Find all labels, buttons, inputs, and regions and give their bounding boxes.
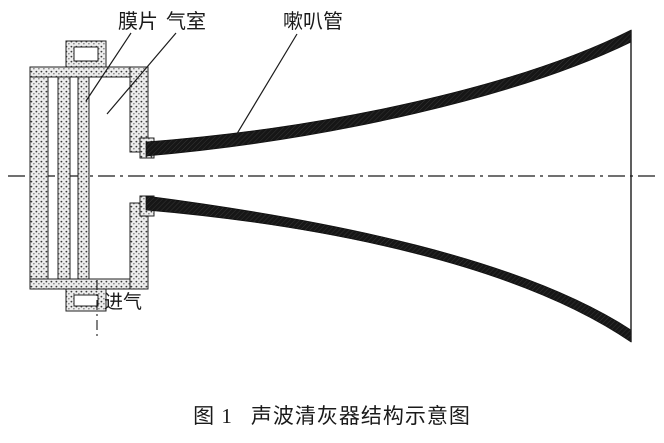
sonic-cleaner-diagram: 膜片 气室 嗽叭管 进气 [8,10,657,343]
top-boss [65,40,107,68]
leader-lines [85,32,298,148]
diaphragm-plate [77,76,90,280]
label-air-inlet: 进气 [104,291,142,313]
inlet-boss-bore [73,294,99,307]
backing-plate [57,76,71,280]
horn-wall-top [145,29,632,157]
housing-right-wall-top [129,66,149,153]
horn-wall-bottom [145,195,632,343]
label-horn-tube: 嗽叭管 [283,10,343,33]
caption-number: 图 1 [193,404,233,428]
driver-housing [29,40,155,312]
horn-tube [145,29,632,343]
top-boss-bore [73,46,99,62]
housing-left-wall [29,66,49,290]
label-diaphragm: 膜片 [118,10,158,33]
housing-right-wall-bottom [129,202,149,290]
leader-air-chamber [106,32,177,115]
leader-horn-tube [228,33,298,148]
label-air-chamber: 气室 [166,10,206,33]
caption-title: 声波清灰器结构示意图 [250,404,471,428]
figure-caption: 图 1 声波清灰器结构示意图 [0,400,664,430]
leader-diaphragm [85,32,132,102]
